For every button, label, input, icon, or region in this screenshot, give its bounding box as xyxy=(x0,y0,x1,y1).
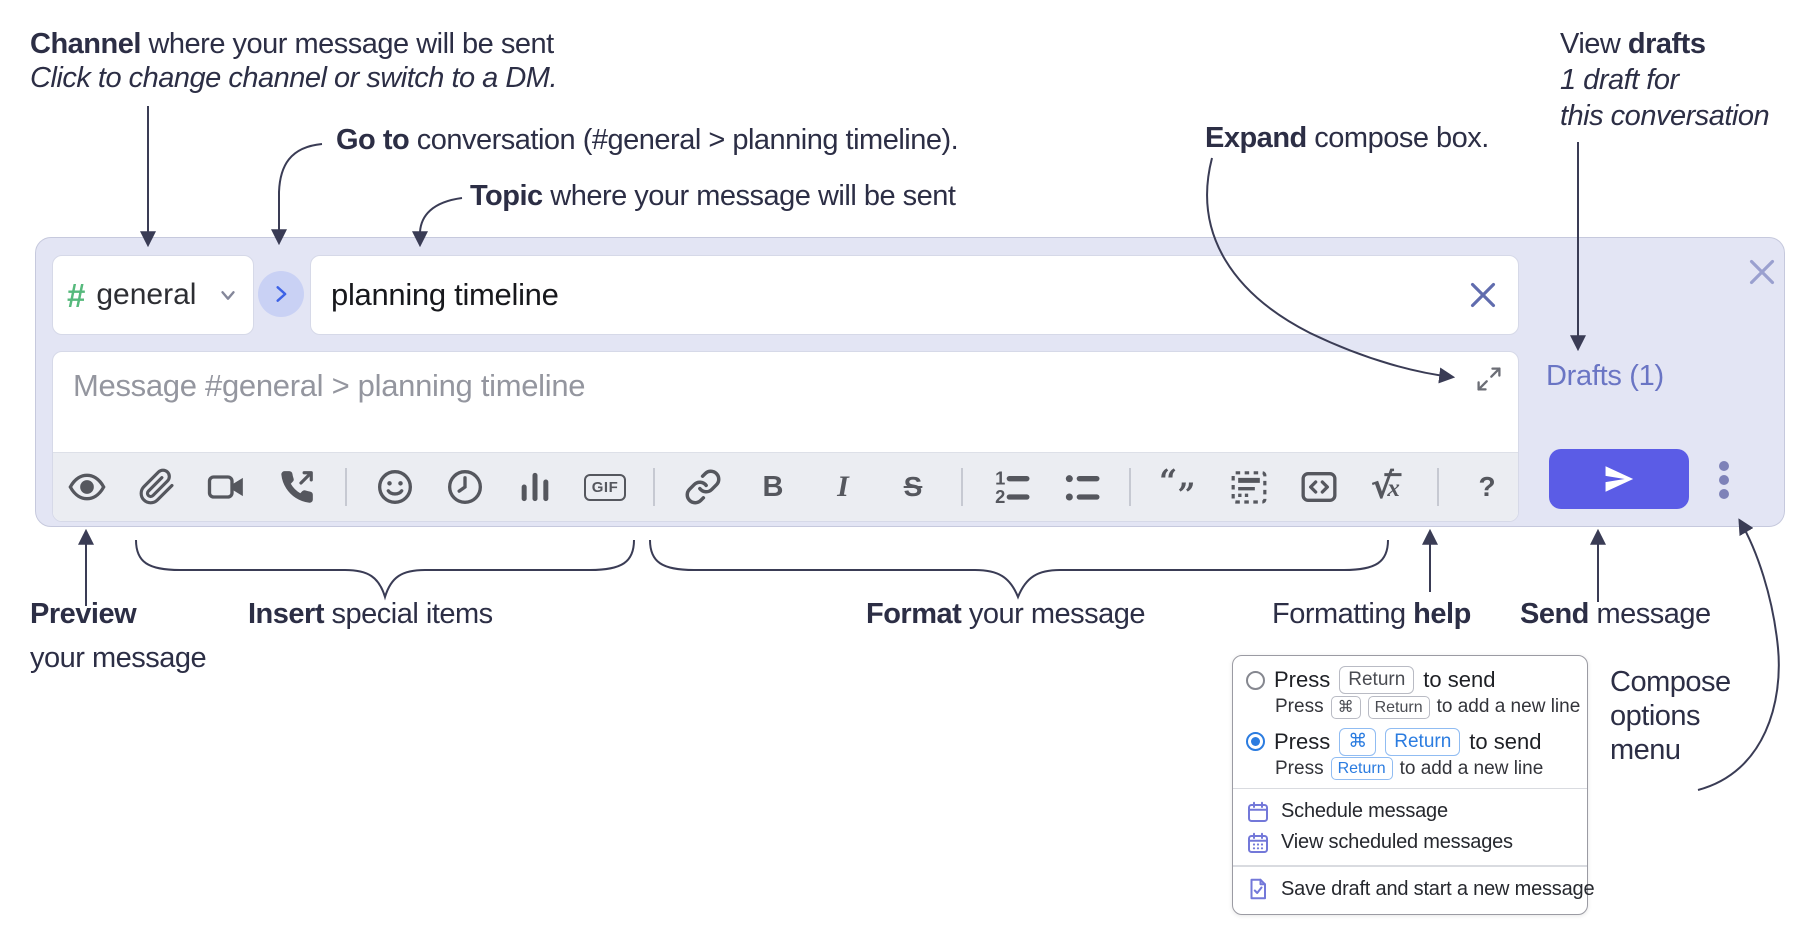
kbd-cmd: ⌘ xyxy=(1339,727,1377,756)
topic-input-box xyxy=(310,255,1519,335)
menu-divider xyxy=(1233,787,1587,790)
document-check-icon xyxy=(1250,879,1266,900)
compose-toolbar: GIF B I S 1 xyxy=(53,452,1518,521)
compose-options-menu: Press Return to send Press ⌘ Return to a… xyxy=(1232,655,1595,915)
toolbar-divider xyxy=(1437,468,1439,506)
annotation-expand: Expand compose box. xyxy=(1205,122,1489,154)
global-time-icon[interactable] xyxy=(443,465,487,509)
annotation-formatting-help: Formatting help xyxy=(1272,598,1471,630)
brace-format-group xyxy=(649,539,1389,600)
kbd-return: Return xyxy=(1339,666,1415,695)
close-compose-icon[interactable] xyxy=(1742,252,1782,292)
annotation-channel-line1: Channel where your message will be sent xyxy=(30,28,554,60)
send-option-return-subtext: Press ⌘ Return to add a new line xyxy=(1275,695,1581,719)
link-icon[interactable] xyxy=(681,465,725,509)
annotation-topic: Topic where your message will be sent xyxy=(470,180,956,212)
annotation-view-drafts-line3: this conversation xyxy=(1560,100,1770,132)
kbd-return: Return xyxy=(1367,695,1430,719)
gif-icon[interactable]: GIF xyxy=(583,465,627,509)
expand-diagonal-icon xyxy=(1477,367,1501,391)
compose-options-ellipsis-icon[interactable] xyxy=(1710,458,1738,502)
paper-plane-icon xyxy=(1605,466,1634,492)
brace-insert-group xyxy=(135,539,635,601)
annotation-send: Send message xyxy=(1520,598,1711,630)
strikethrough-icon[interactable]: S xyxy=(903,471,923,502)
expand-compose-button[interactable] xyxy=(1474,364,1504,394)
code-icon[interactable] xyxy=(1297,465,1341,509)
annotation-format: Format your message xyxy=(866,598,1145,630)
svg-text:“: “ xyxy=(1159,467,1177,500)
message-area: GIF B I S 1 xyxy=(52,351,1519,522)
video-call-icon[interactable] xyxy=(205,465,249,509)
kbd-return: Return xyxy=(1385,727,1461,756)
annotation-insert: Insert special items xyxy=(248,598,493,630)
voice-call-icon[interactable] xyxy=(275,465,319,509)
bold-icon[interactable]: B xyxy=(762,470,784,503)
kbd-return: Return xyxy=(1330,757,1393,781)
send-option-cmd-return-subtext: Press Return to add a new line xyxy=(1275,757,1544,781)
calendar-grid-icon xyxy=(1248,832,1268,853)
annotation-go-to: Go to conversation (#general > planning … xyxy=(336,124,959,156)
menu-item-schedule-message[interactable]: Schedule message xyxy=(1246,796,1574,827)
menu-item-save-draft-new-message[interactable]: Save draft and start a new message xyxy=(1246,874,1595,905)
annotation-compose-options-line2: options xyxy=(1610,700,1701,732)
toolbar-divider xyxy=(653,468,655,506)
send-option-cmd-return[interactable]: Press ⌘ Return to send xyxy=(1246,726,1574,756)
spoiler-icon[interactable] xyxy=(1227,465,1271,509)
channel-hash-icon: # xyxy=(67,276,86,314)
emoji-icon[interactable] xyxy=(373,465,417,509)
annotation-preview-line1: Preview xyxy=(30,598,137,630)
annotation-compose-options-line1: Compose xyxy=(1610,666,1731,698)
quote-icon[interactable]: “ ” xyxy=(1157,465,1201,509)
toolbar-divider xyxy=(1129,468,1131,506)
toolbar-divider xyxy=(961,468,963,506)
bulleted-list-icon[interactable] xyxy=(1059,465,1103,509)
chevron-down-icon xyxy=(221,291,235,300)
svg-text:x: x xyxy=(1386,475,1400,502)
arrow-go-to xyxy=(271,143,323,246)
close-icon xyxy=(1749,259,1775,285)
chevron-right-icon xyxy=(276,286,287,302)
menu-item-view-scheduled-messages[interactable]: View scheduled messages xyxy=(1246,827,1574,858)
math-latex-icon[interactable]: √ x xyxy=(1367,465,1411,509)
radio-selected-icon[interactable] xyxy=(1246,732,1265,752)
message-input[interactable] xyxy=(53,352,1518,452)
annotation-view-drafts-line1: View drafts xyxy=(1560,28,1706,60)
channel-selector[interactable]: # general xyxy=(52,255,254,335)
attach-paperclip-icon[interactable] xyxy=(135,465,179,509)
poll-icon[interactable] xyxy=(513,465,557,509)
drafts-link[interactable]: Drafts (1) xyxy=(1546,360,1664,392)
svg-text:”: ” xyxy=(1177,476,1195,507)
radio-unselected-icon[interactable] xyxy=(1246,670,1265,690)
topic-input[interactable] xyxy=(329,276,1466,314)
preview-eye-icon[interactable] xyxy=(65,465,109,509)
kbd-cmd: ⌘ xyxy=(1330,695,1361,719)
clear-topic-icon[interactable] xyxy=(1466,278,1500,312)
numbered-list-icon[interactable]: 1 2 xyxy=(989,465,1033,509)
arrow-compose-options xyxy=(1697,518,1780,791)
menu-divider xyxy=(1233,865,1587,867)
compose-box: # general Drafts (1) xyxy=(35,237,1785,527)
annotation-channel-line2: Click to change channel or switch to a D… xyxy=(30,62,558,94)
italic-icon[interactable]: I xyxy=(837,470,849,503)
calendar-icon xyxy=(1248,801,1268,822)
annotation-view-drafts-line2: 1 draft for xyxy=(1560,64,1679,96)
message-formatting-help-icon[interactable]: ? xyxy=(1478,471,1496,502)
channel-name: general xyxy=(96,278,197,311)
toolbar-divider xyxy=(345,468,347,506)
send-option-return[interactable]: Press Return to send xyxy=(1246,665,1574,695)
annotation-compose-options-line3: menu xyxy=(1610,734,1681,766)
svg-text:1: 1 xyxy=(995,468,1005,489)
svg-text:2: 2 xyxy=(995,486,1005,507)
annotation-preview-line2: your message xyxy=(30,642,207,674)
send-button[interactable] xyxy=(1549,449,1689,509)
go-to-conversation-button[interactable] xyxy=(258,271,304,317)
